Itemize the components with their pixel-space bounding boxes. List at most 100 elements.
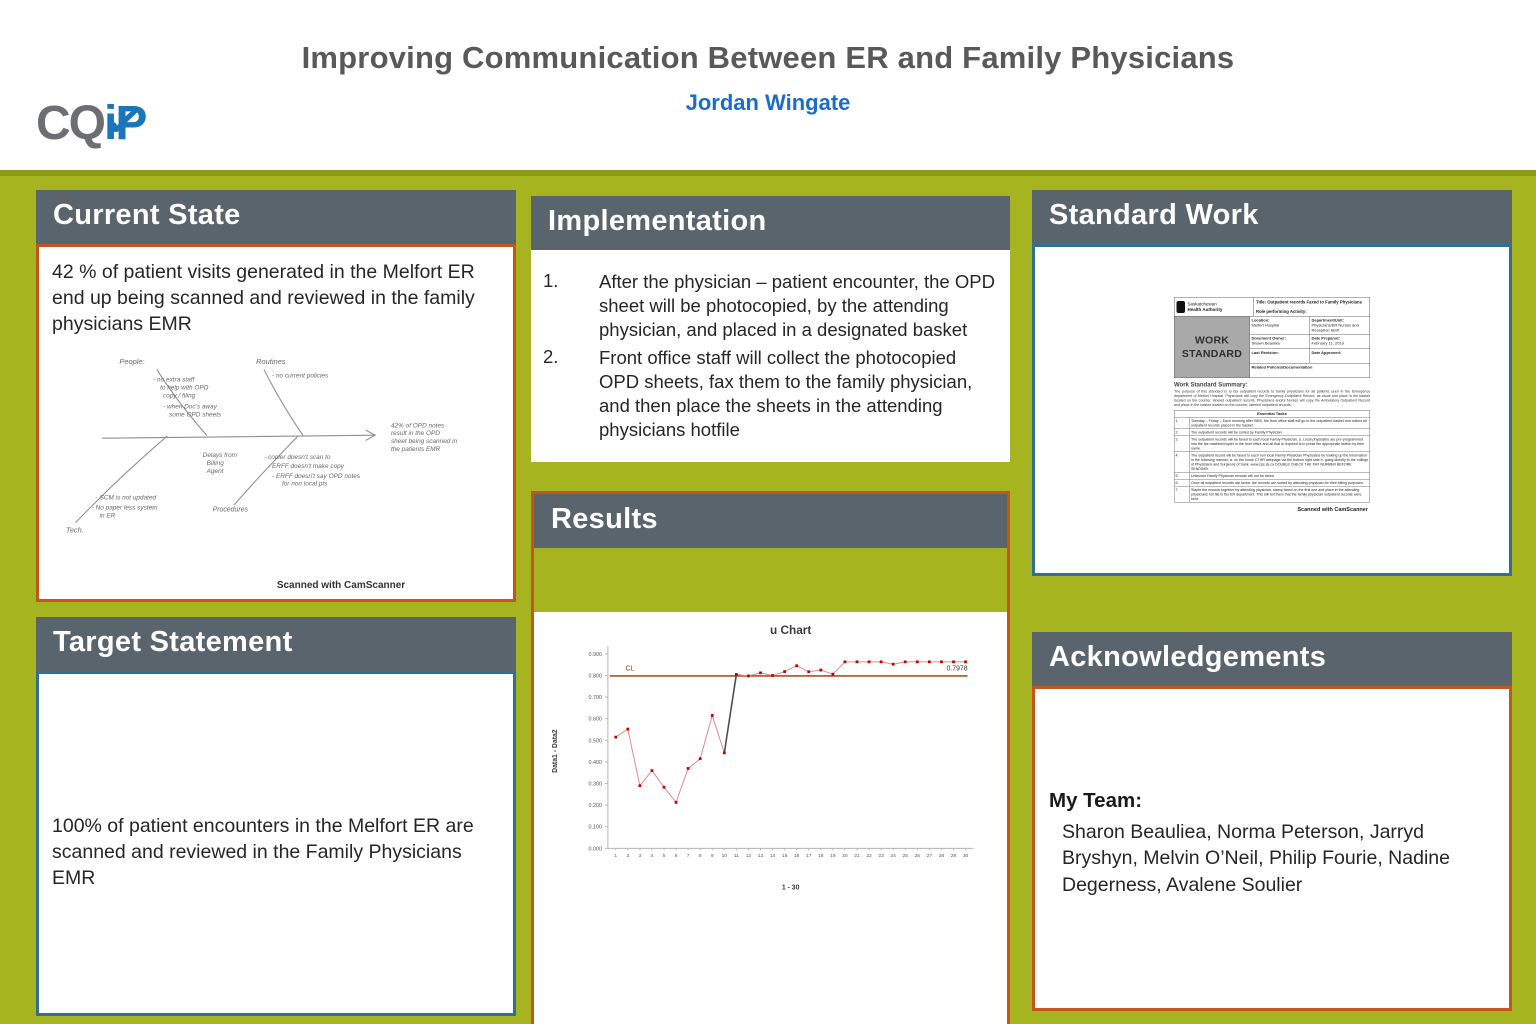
svg-text:12: 12 — [745, 853, 751, 859]
fishbone-note: - No paper less system — [92, 504, 158, 511]
fishbone-branch-tech — [75, 435, 168, 523]
fishbone-people-label: People: — [119, 357, 144, 366]
step-text: Front office staff will collect the phot… — [599, 347, 973, 441]
health-authority-logo: Saskatchewan Health Authority — [1175, 298, 1254, 317]
panel-target-statement: Target Statement 100% of patient encount… — [36, 617, 516, 1016]
svg-text:8: 8 — [698, 853, 701, 859]
u-chart-cl-value: 0.7978 — [946, 666, 967, 673]
target-statement: 100% of patient encounters in the Melfor… — [52, 815, 474, 889]
page-title: Improving Communication Between ER and F… — [301, 40, 1235, 75]
logo-gray-text: CQ — [36, 97, 106, 150]
panel-standard-work-content: Saskatchewan Health Authority Title: Out… — [1032, 244, 1512, 576]
svg-text:1: 1 — [614, 853, 617, 859]
work-standard-stamp: WORK STANDARD — [1174, 316, 1250, 378]
cqip-logo: CQ✓iP — [36, 97, 147, 150]
field-value: February 11, 2019 — [1311, 340, 1344, 346]
doc-summary-heading: Work Standard Summary: — [1174, 381, 1248, 389]
org-name-line2: Health Authority — [1187, 306, 1223, 312]
stamp-line1: WORK — [1194, 334, 1230, 346]
svg-text:5: 5 — [662, 853, 665, 859]
step-number: 1. — [543, 270, 559, 291]
svg-text:18: 18 — [818, 853, 824, 859]
field-label: Related Policies/Documentation — [1251, 365, 1313, 370]
svg-text:9: 9 — [710, 853, 713, 859]
essential-tasks-body: 1.Tuesday – Friday – Each morning after … — [1174, 417, 1370, 503]
checkmark-icon: ✓ — [102, 100, 145, 143]
panel-current-state-content: 42 % of patient visits generated in the … — [36, 244, 516, 602]
panel-results: Results u Chart Data1 - Data2 1 - 30 CL … — [531, 491, 1010, 1024]
fishbone-note: Agent — [206, 468, 225, 475]
svg-text:24: 24 — [890, 853, 896, 859]
fishbone-branch-procedures — [233, 435, 299, 505]
svg-text:0.700: 0.700 — [588, 695, 602, 701]
u-chart-xlabel: 1 - 30 — [781, 885, 799, 892]
fishbone-note: for non local pts — [282, 481, 328, 488]
fishbone-note: in ER — [100, 512, 116, 519]
svg-text:0.900: 0.900 — [588, 652, 602, 658]
svg-text:14: 14 — [769, 853, 775, 859]
author-name: Jordan Wingate — [685, 90, 851, 115]
panel-acknowledgements-content: My Team: Sharon Beauliea, Norma Peterson… — [1032, 686, 1512, 1011]
svg-text:0.400: 0.400 — [588, 760, 602, 766]
panel-current-state-title: Current State — [36, 190, 516, 244]
panel-implementation-title: Implementation — [531, 196, 1010, 250]
svg-text:7: 7 — [686, 853, 689, 859]
field-label: Location: — [1251, 318, 1270, 323]
panel-current-state: Current State 42 % of patient visits gen… — [36, 190, 516, 602]
u-chart-plot: 0.0000.1000.2000.3000.4000.5000.6000.700… — [588, 645, 973, 859]
fishbone-branch-routines — [263, 369, 304, 436]
u-chart-title: u Chart — [770, 624, 811, 637]
svg-text:16: 16 — [793, 853, 799, 859]
field-value: Physicians/ER Nurses and Reception Staff — [1311, 322, 1359, 333]
svg-text:0.200: 0.200 — [588, 803, 602, 809]
svg-text:0.600: 0.600 — [588, 717, 602, 723]
svg-text:20: 20 — [842, 853, 848, 859]
u-chart: u Chart Data1 - Data2 1 - 30 CL 0.7978 0… — [551, 624, 973, 892]
fishbone-tech-label: Tech. — [66, 525, 84, 534]
svg-text:2: 2 — [626, 853, 629, 859]
svg-text:25: 25 — [902, 853, 908, 859]
org-name-line1: Saskatchewan — [1187, 301, 1217, 307]
fishbone-effect: sheet being scanned in — [391, 438, 458, 445]
fishbone-effect: the patients EMR — [391, 446, 441, 453]
svg-text:4: 4 — [650, 853, 653, 859]
current-state-statement: 42 % of patient visits generated in the … — [52, 261, 475, 335]
task-row: 4.The outpatient record will be faxed to… — [1174, 452, 1370, 473]
doc-role-field: Role performing Activity: — [1256, 309, 1307, 315]
fishbone-effect: result in the OPD — [391, 430, 440, 437]
fishbone-note: - no extra staff — [153, 376, 195, 383]
fishbone-note: copy / filing — [163, 392, 196, 399]
fishbone-note: - no current policies — [272, 373, 329, 380]
fishbone-branch-people — [156, 369, 208, 436]
panel-acknowledgements-title: Acknowledgements — [1032, 632, 1512, 686]
step-text: After the physician – patient encounter,… — [599, 271, 995, 341]
fishbone-procedures-label: Procedures — [213, 506, 249, 513]
essential-tasks-heading: Essential Tasks — [1174, 411, 1370, 418]
svg-text:29: 29 — [950, 853, 956, 859]
svg-text:0.100: 0.100 — [588, 825, 602, 831]
field-label: Date Prepared: — [1311, 336, 1340, 341]
svg-text:15: 15 — [781, 853, 787, 859]
camscanner-credit: Scanned with CamScanner — [1297, 506, 1368, 513]
task-row: 3.The outpatient records will be faxed t… — [1174, 436, 1370, 453]
fishbone-note: Delays from — [203, 452, 238, 459]
svg-text:0.000: 0.000 — [588, 846, 602, 852]
task-row: 7.Staple the records together by attendi… — [1175, 486, 1362, 503]
panel-acknowledgements: Acknowledgements My Team: Sharon Beaulie… — [1032, 632, 1512, 1011]
svg-text:11: 11 — [733, 853, 738, 859]
svg-text:28: 28 — [938, 853, 944, 859]
fishbone-note: - copier doesn't scan to — [264, 454, 331, 461]
field-label: Last Revision: — [1251, 350, 1279, 356]
svg-text:19: 19 — [830, 853, 836, 859]
fishbone-effect: 42% of OPD notes — [391, 422, 445, 429]
stamp-line2: STANDARD — [1181, 348, 1243, 360]
panel-standard-work-title: Standard Work — [1032, 190, 1512, 244]
panel-standard-work: Standard Work Saskatchewan Health Author… — [1032, 190, 1512, 576]
svg-text:27: 27 — [926, 853, 932, 859]
panel-implementation: Implementation 1. After the physician – … — [531, 196, 1010, 462]
health-authority-logo-icon — [1176, 300, 1185, 313]
implementation-step: 2. Front office staff will collect the p… — [543, 346, 996, 442]
svg-text:0.500: 0.500 — [588, 738, 602, 744]
task-row: 6.Once all outpatient records are faxed,… — [1174, 479, 1370, 487]
doc-summary-text: The purpose of this standard is to fax o… — [1174, 389, 1370, 408]
